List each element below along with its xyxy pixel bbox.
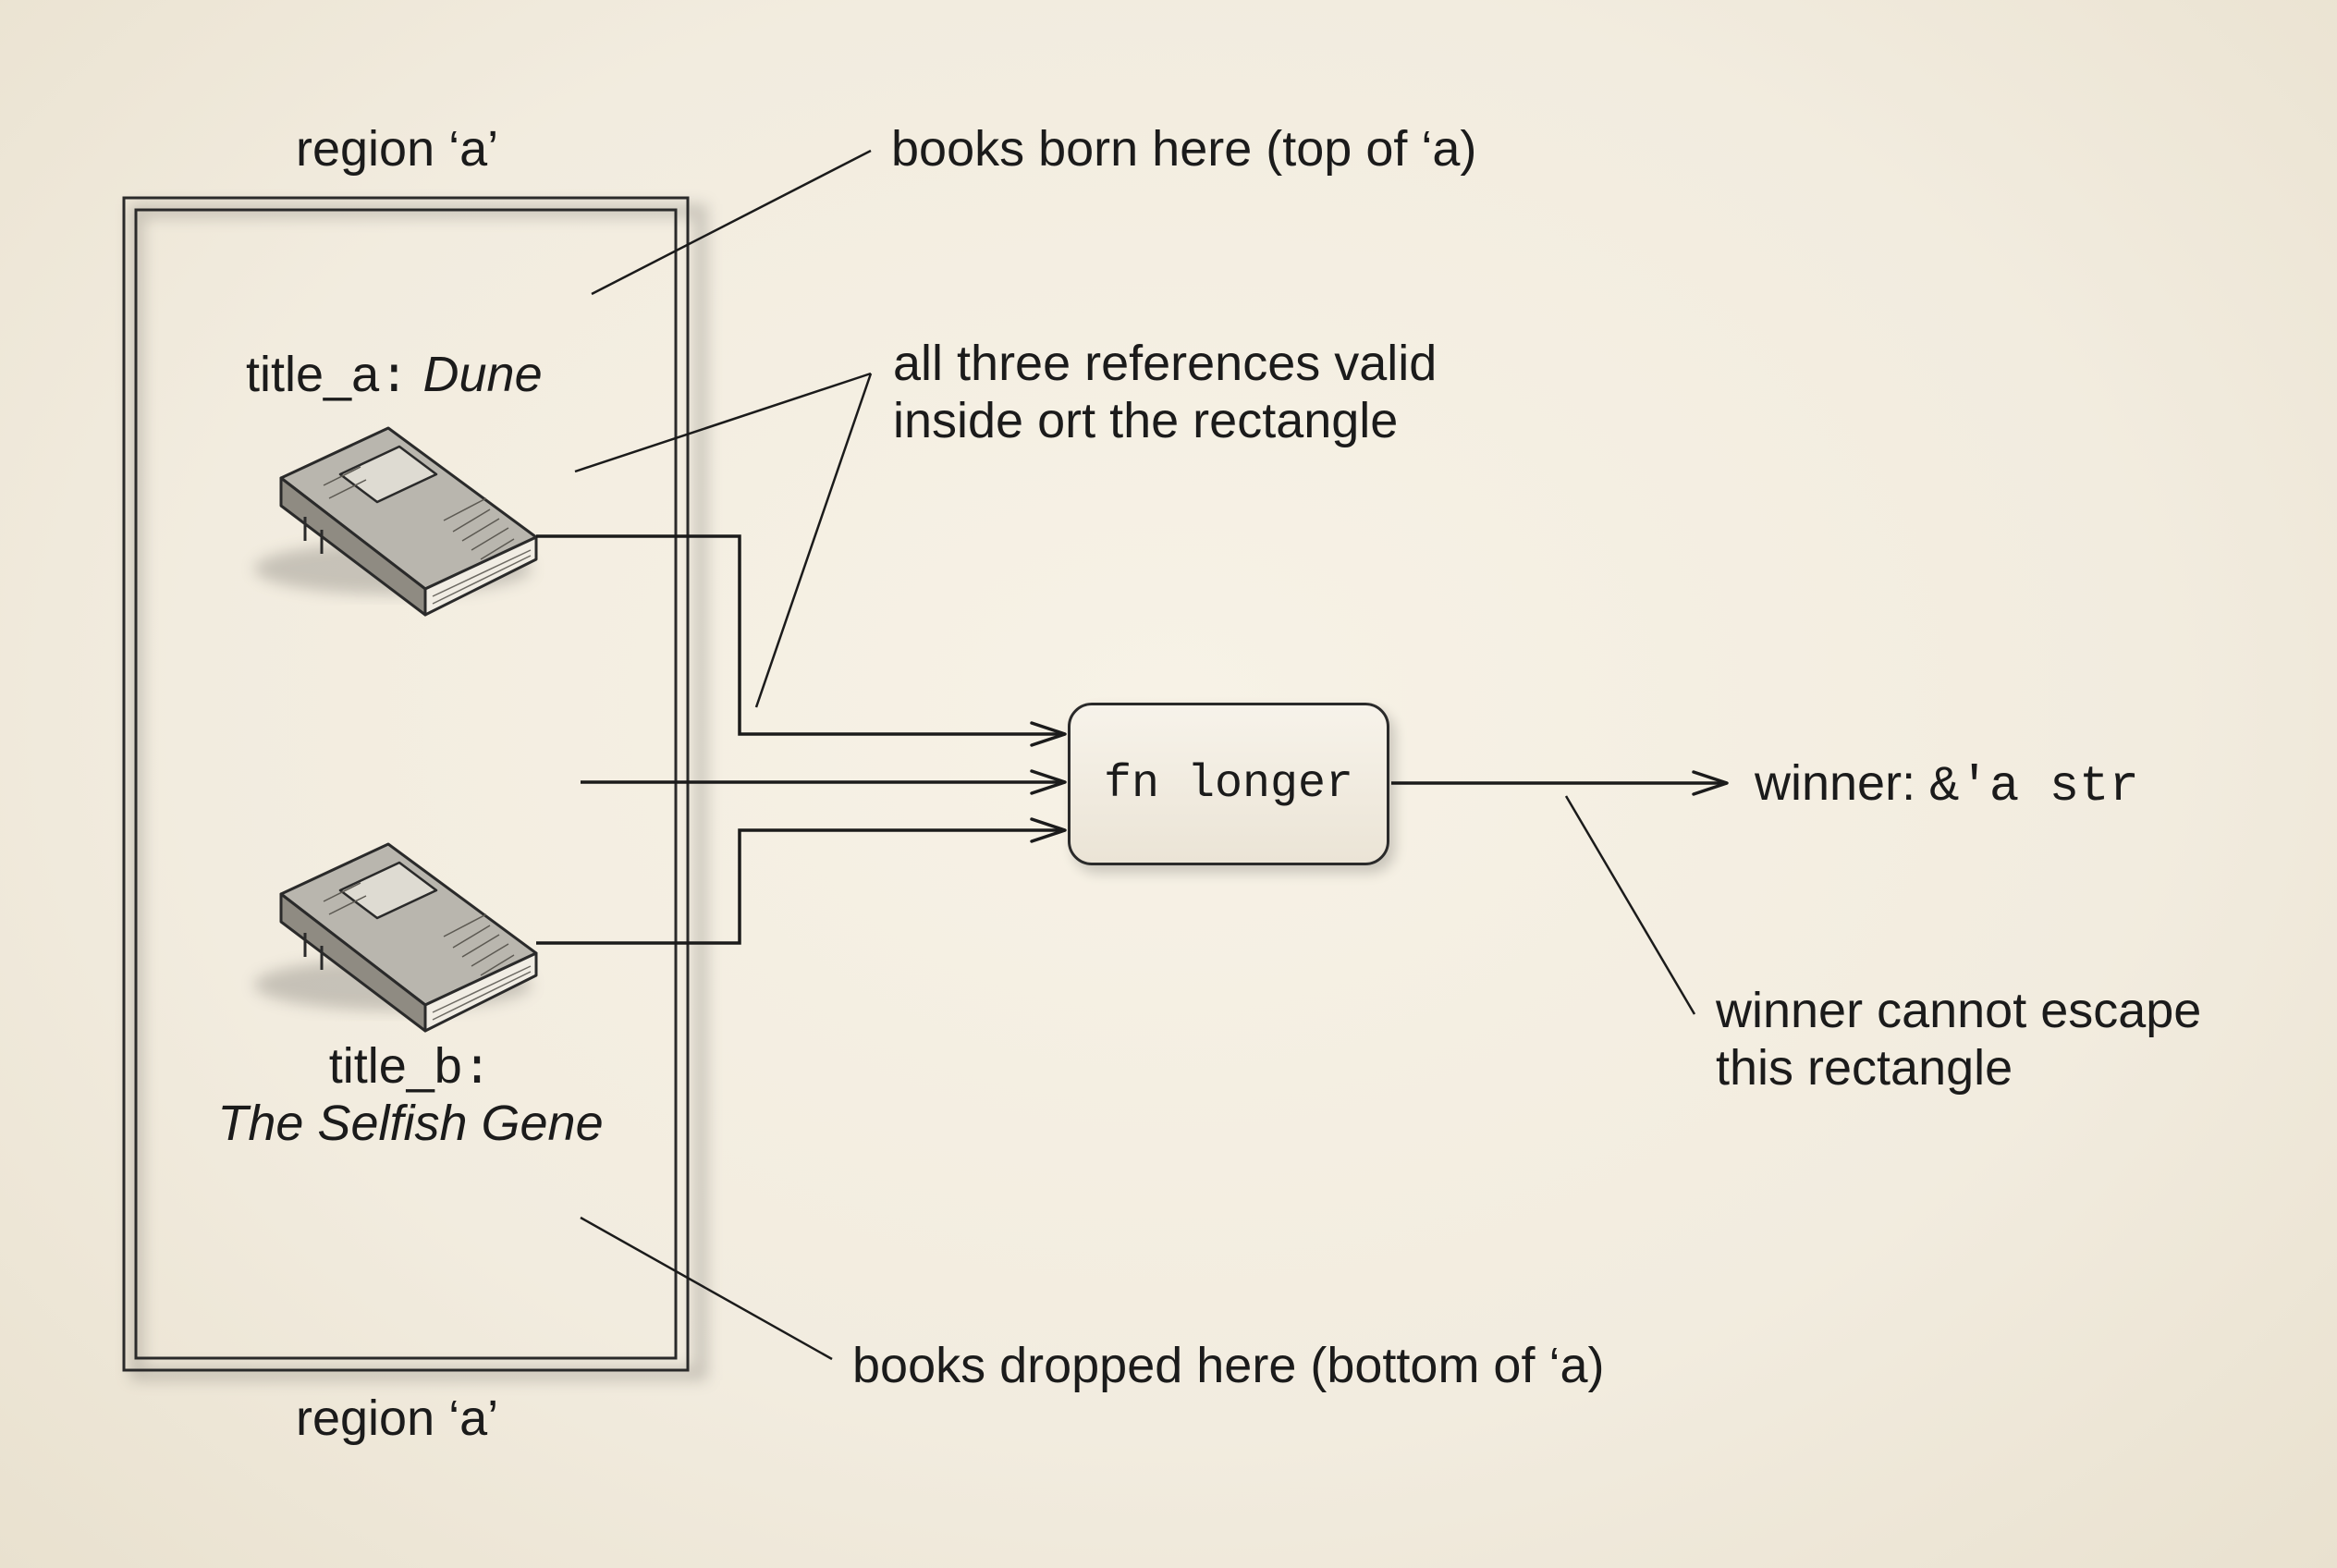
book-a-label: title_a: Dune: [246, 346, 543, 408]
leader-escape: [1564, 795, 1696, 1015]
leader-valid-b: [754, 373, 873, 708]
region-rectangle: [122, 196, 707, 1380]
arrow-from-title-a: [536, 534, 1067, 747]
arrow-from-title-b: [536, 817, 1067, 945]
book-b-label: title_b:: [189, 1037, 632, 1099]
annotation-valid-line2: inside ort the rectangle: [893, 393, 1399, 448]
book-icon: [254, 426, 538, 617]
annotation-dropped: books dropped here (bottom of ‘a): [852, 1338, 1605, 1393]
function-label: fn longer: [1103, 757, 1354, 811]
book-b-name: title_b: [328, 1038, 462, 1094]
leader-born: [591, 149, 872, 296]
result-type: &'a str: [1929, 759, 2139, 815]
annotation-born: books born here (top of ‘a): [891, 121, 1477, 177]
result-label: winner: &'a str: [1755, 754, 2139, 816]
leader-valid-a: [574, 372, 872, 473]
input-arrows: [536, 534, 1067, 945]
book-a-title: Dune: [422, 347, 543, 402]
annotation-escape-line2: this rectangle: [1716, 1040, 2013, 1096]
book-b-colon: :: [461, 1042, 493, 1098]
region-bottom-label: region ‘a’: [296, 1390, 499, 1446]
book-a-name: title_a: [246, 347, 380, 402]
result-name: winner:: [1755, 755, 1916, 811]
book-b-title: The Selfish Gene: [217, 1096, 604, 1151]
region-top-label: region ‘a’: [296, 121, 499, 177]
function-box: fn longer: [1068, 703, 1389, 865]
leader-lines: [574, 149, 1696, 1361]
book-a-colon: :: [379, 350, 410, 407]
book-icon: [254, 842, 538, 1033]
leader-dropped: [580, 1216, 833, 1361]
annotation-valid-line1: all three references valid: [893, 336, 1438, 391]
annotation-escape-line1: winner cannot escape: [1716, 983, 2202, 1038]
